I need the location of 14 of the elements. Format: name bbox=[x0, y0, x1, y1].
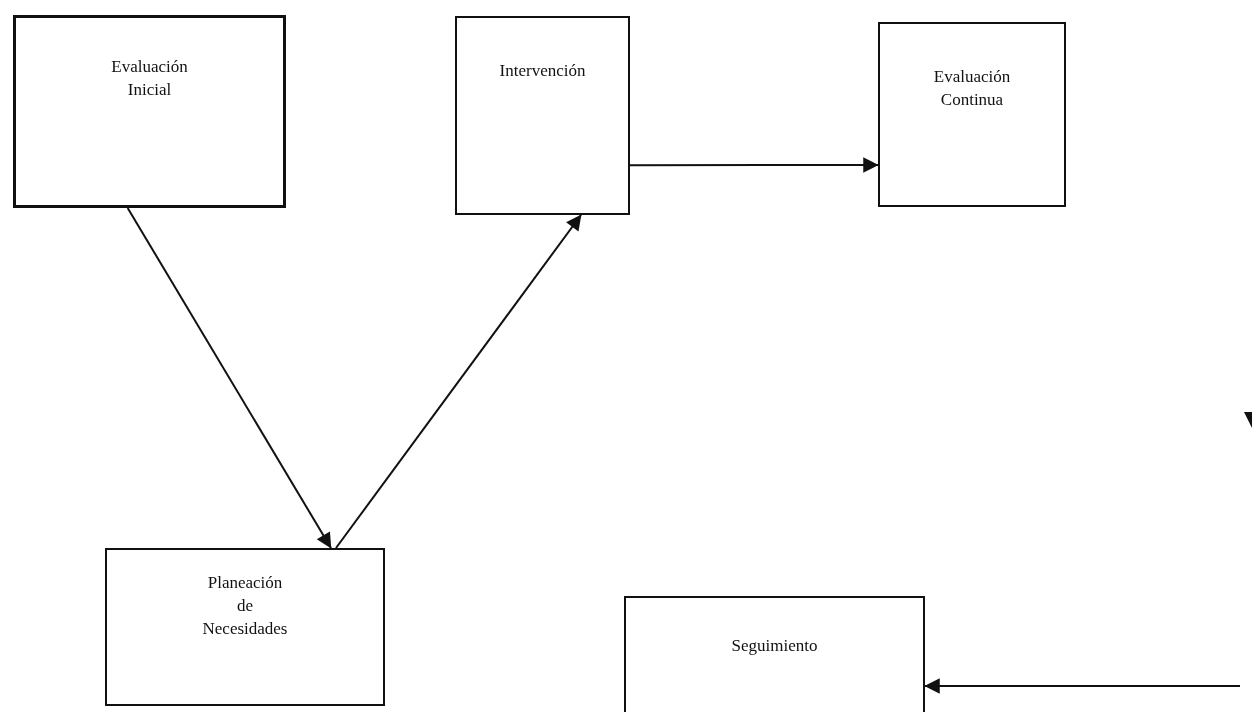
process-box bbox=[624, 596, 925, 712]
arrow bbox=[924, 678, 1241, 694]
box-label: Planeación de Necesidades bbox=[201, 572, 289, 640]
box-label: Seguimiento bbox=[730, 635, 819, 657]
process-box bbox=[878, 22, 1066, 207]
box-label: Evaluación Continua bbox=[932, 66, 1012, 111]
arrow bbox=[629, 157, 879, 173]
process-box bbox=[105, 548, 385, 706]
process-box bbox=[455, 16, 630, 215]
arrow bbox=[335, 214, 582, 549]
arrow bbox=[126, 207, 332, 549]
box-label: Intervención bbox=[498, 60, 587, 82]
process-box bbox=[13, 15, 286, 208]
box-label: Evaluación Inicial bbox=[110, 56, 189, 101]
